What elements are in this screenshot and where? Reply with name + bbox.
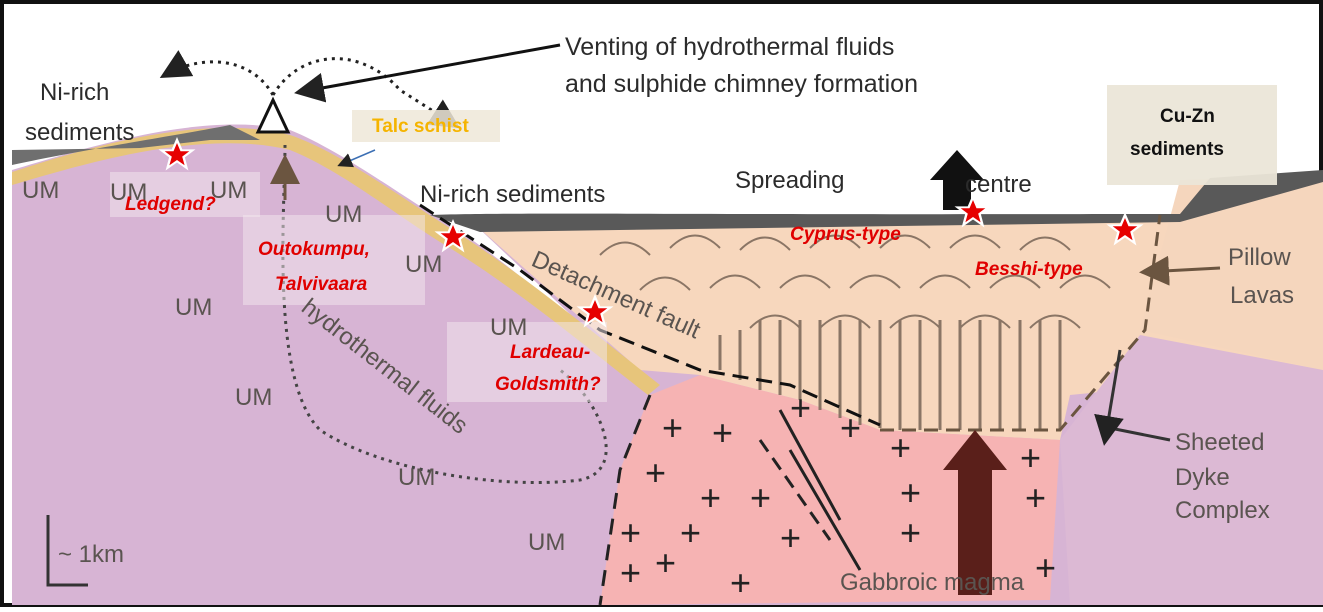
um-label-4: UM xyxy=(325,201,362,228)
svg-text:+: + xyxy=(655,542,676,583)
venting-label-line1: Venting of hydrothermal fluids xyxy=(565,33,894,61)
um-label-6: UM xyxy=(175,294,212,321)
svg-text:+: + xyxy=(620,512,641,553)
pillow-label-line2: Lavas xyxy=(1230,282,1294,309)
ni-rich-sediments-label: Ni-rich sediments xyxy=(420,181,605,208)
sheeted-label-line1: Sheeted xyxy=(1175,429,1264,456)
svg-text:+: + xyxy=(712,412,733,453)
um-label-7: UM xyxy=(490,314,527,341)
svg-text:+: + xyxy=(790,387,811,428)
svg-text:+: + xyxy=(680,512,701,553)
svg-text:+: + xyxy=(1020,437,1041,478)
svg-text:+: + xyxy=(890,427,911,468)
svg-text:+: + xyxy=(780,517,801,558)
um-label-5: UM xyxy=(405,251,442,278)
svg-text:+: + xyxy=(1025,477,1046,518)
svg-text:+: + xyxy=(662,407,683,448)
sheeted-label-line3: Complex xyxy=(1175,497,1270,524)
gabbroic-magma-label: Gabbroic magma xyxy=(840,569,1025,596)
cuzn-label-bg xyxy=(1107,85,1277,185)
cuzn-label-line2: sediments xyxy=(1130,139,1224,160)
scale-label: ~ 1km xyxy=(58,541,124,568)
sheeted-label-line2: Dyke xyxy=(1175,464,1230,491)
svg-text:+: + xyxy=(840,407,861,448)
ni-rich-label-line1: Ni-rich xyxy=(40,79,109,106)
deposit-lardeau-line1: Lardeau- xyxy=(510,342,590,363)
um-label-10: UM xyxy=(528,529,565,556)
talc-schist-label: Talc schist xyxy=(372,116,469,137)
venting-label-line2: and sulphide chimney formation xyxy=(565,70,918,98)
um-label-8: UM xyxy=(235,384,272,411)
centre-label: centre xyxy=(965,171,1032,198)
ni-rich-label-line2: sediments xyxy=(25,119,134,146)
svg-text:+: + xyxy=(750,477,771,518)
um-label-9: UM xyxy=(398,464,435,491)
deposit-lardeau-line2: Goldsmith? xyxy=(495,374,601,395)
svg-text:+: + xyxy=(645,452,666,493)
svg-text:+: + xyxy=(620,552,641,593)
deposit-outokumpu-line2: Talvivaara xyxy=(275,274,368,295)
pillow-label-line1: Pillow xyxy=(1228,244,1291,271)
svg-text:+: + xyxy=(700,477,721,518)
deposit-outokumpu-line1: Outokumpu, xyxy=(258,239,370,260)
deposit-ledgend: Ledgend? xyxy=(125,194,216,215)
um-label-1: UM xyxy=(22,177,59,204)
svg-text:+: + xyxy=(730,562,751,603)
svg-text:+: + xyxy=(900,472,921,513)
spreading-label: Spreading xyxy=(735,167,844,194)
svg-text:+: + xyxy=(900,512,921,553)
svg-text:+: + xyxy=(1035,547,1056,588)
cuzn-label-line1: Cu-Zn xyxy=(1160,106,1215,127)
deposit-cyprus: Cyprus-type xyxy=(790,224,901,245)
deposit-besshi: Besshi-type xyxy=(975,259,1083,280)
